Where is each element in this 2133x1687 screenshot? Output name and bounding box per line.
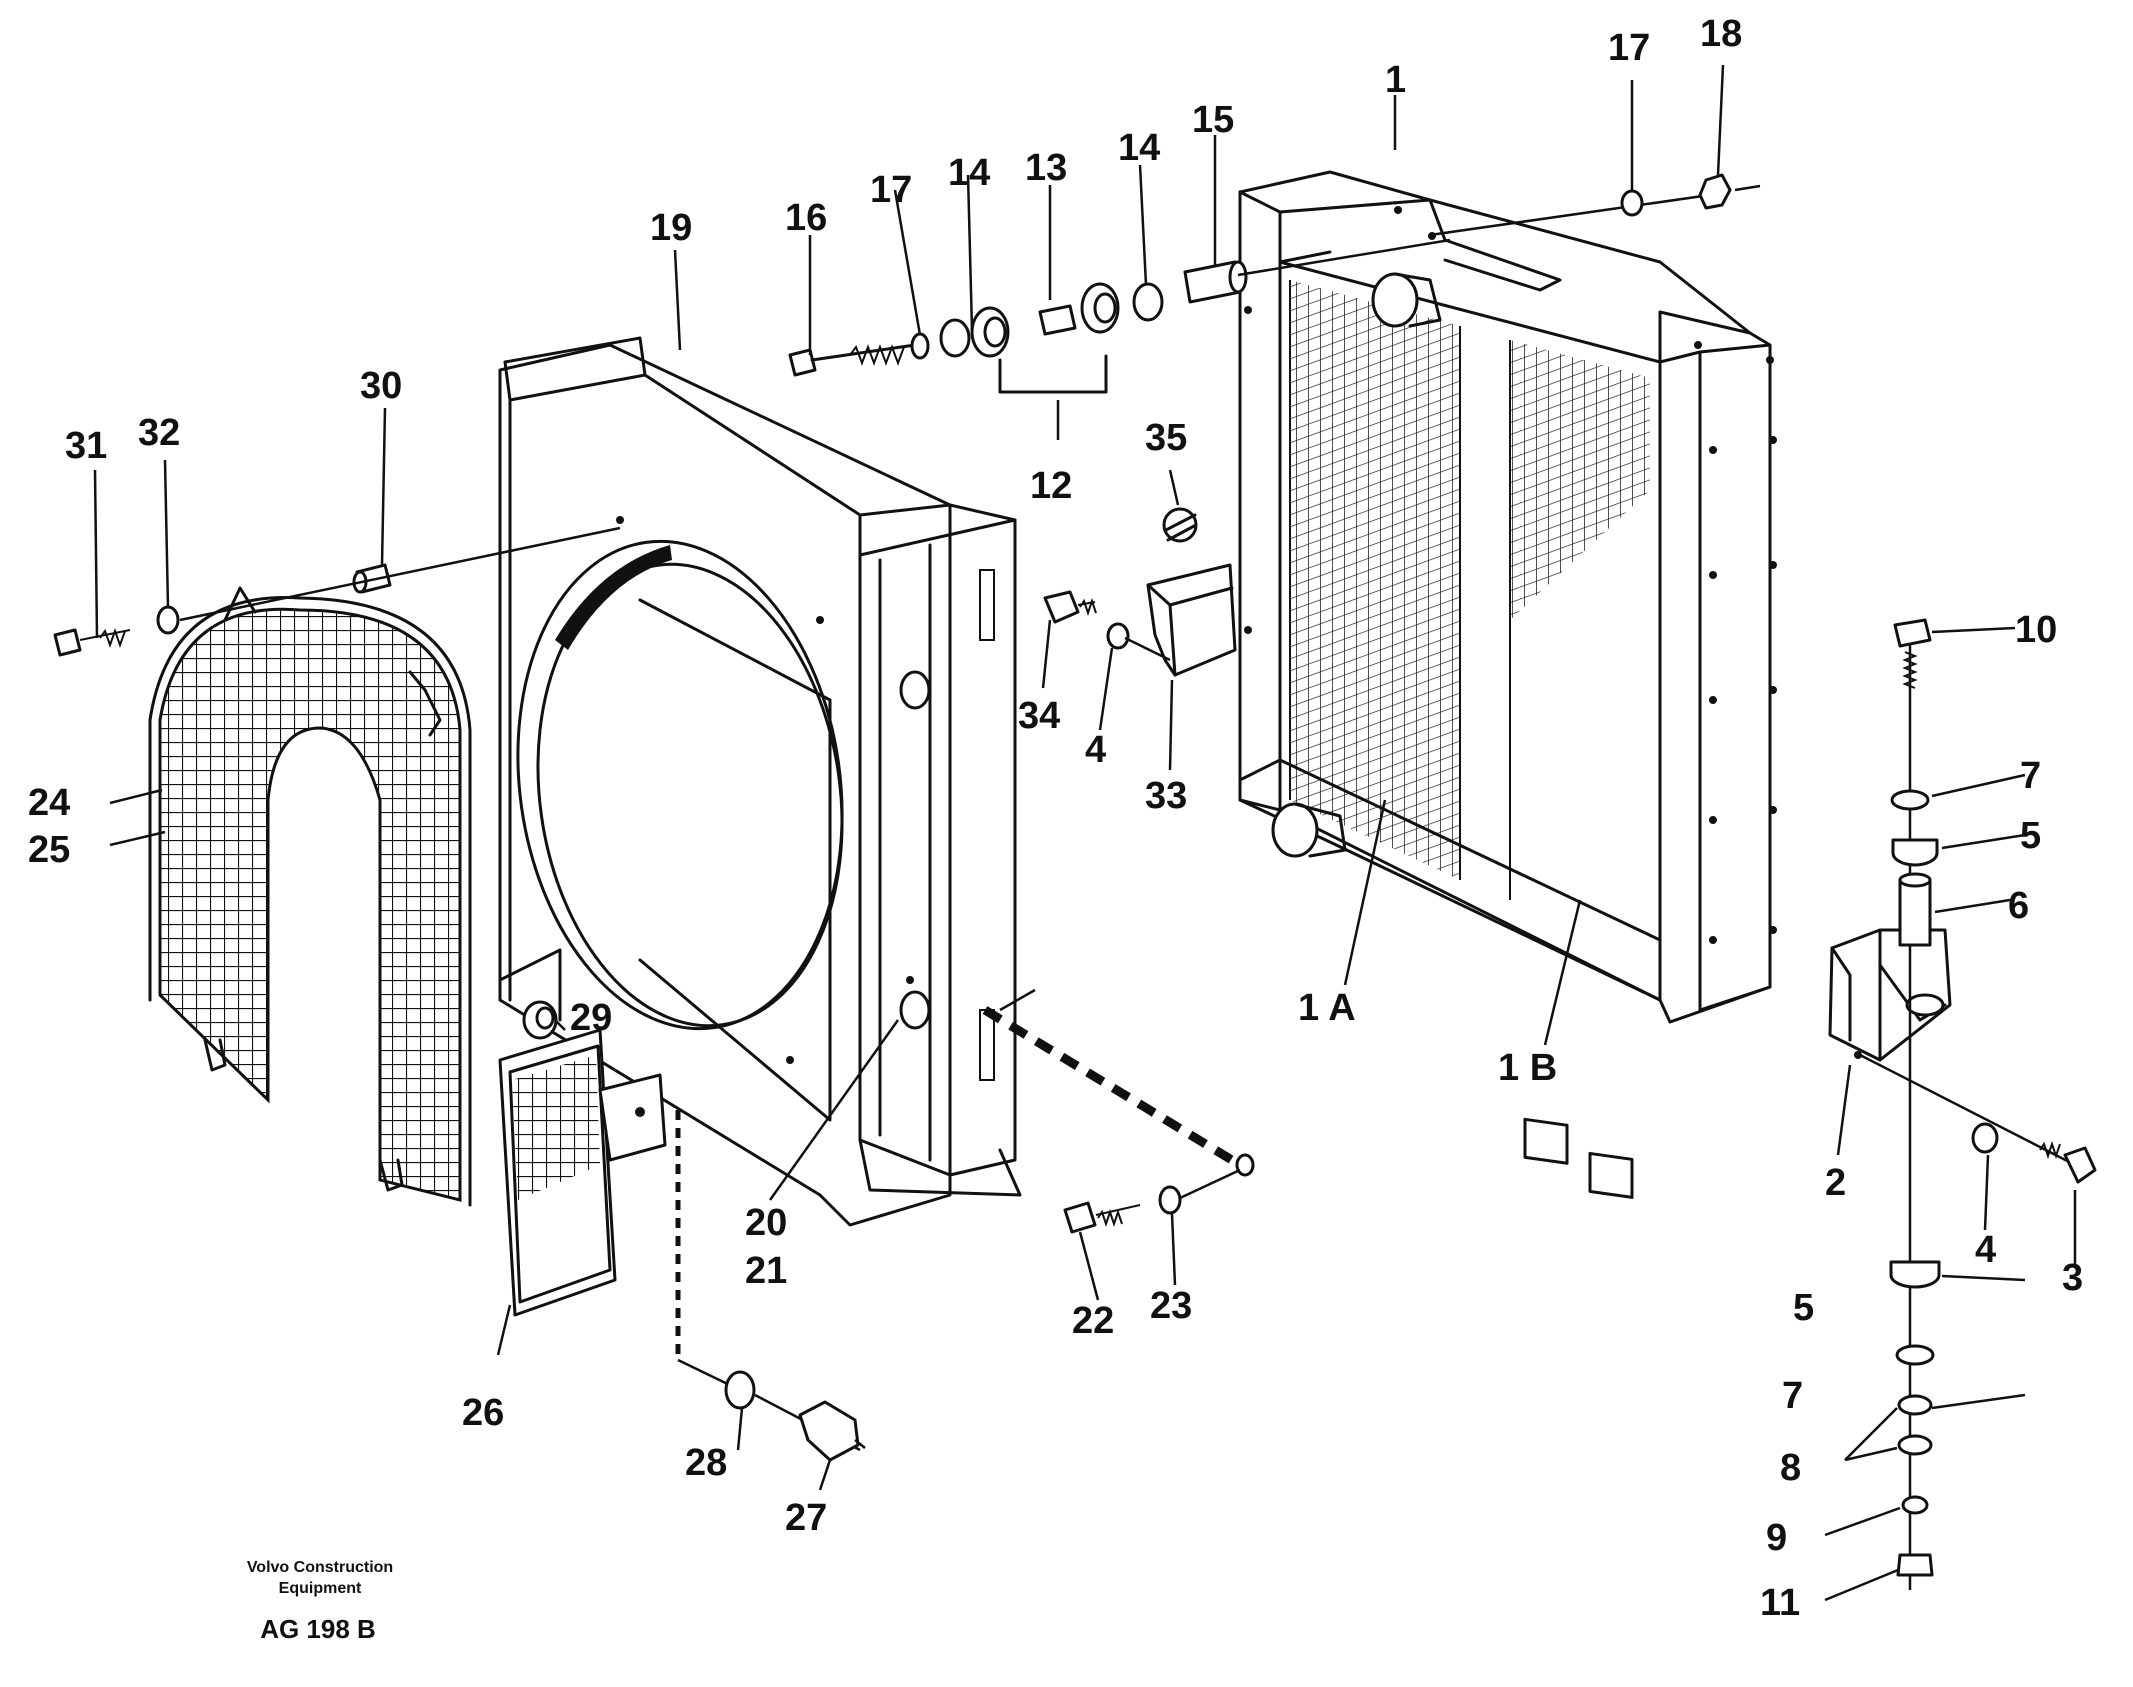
label-28: 28 <box>685 1442 727 1484</box>
label-10: 10 <box>2015 609 2057 651</box>
label-1a: 1 A <box>1298 987 1356 1029</box>
company-name-line1: Volvo Construction <box>247 1559 393 1576</box>
label-20: 20 <box>745 1202 787 1244</box>
fan-guard <box>148 586 472 1207</box>
label-30: 30 <box>360 365 402 407</box>
label-33: 33 <box>1145 775 1187 817</box>
label-11: 11 <box>1760 1582 1800 1624</box>
label-14-left: 14 <box>948 152 990 194</box>
label-34: 34 <box>1018 695 1060 737</box>
drawing-code: AG 198 B <box>260 1614 376 1644</box>
label-35: 35 <box>1145 417 1187 459</box>
label-5-lower: 5 <box>1793 1287 1814 1329</box>
fan-shroud <box>498 336 1022 1227</box>
label-3: 3 <box>2062 1257 2083 1299</box>
label-25: 25 <box>28 829 70 871</box>
label-26: 26 <box>462 1392 504 1434</box>
label-16: 16 <box>785 197 827 239</box>
company-name-line2: Equipment <box>279 1580 362 1597</box>
label-9: 9 <box>1766 1517 1787 1559</box>
label-17-right: 17 <box>1608 27 1650 69</box>
part-labels: 1 1 A 1 B 2 3 4 4 5 5 6 7 7 8 9 10 11 12… <box>28 13 2083 1624</box>
side-grille <box>498 1028 667 1317</box>
label-14-right: 14 <box>1118 127 1160 169</box>
footer: Volvo Construction Equipment AG 198 B <box>247 1559 393 1644</box>
label-29: 29 <box>570 997 612 1039</box>
label-18: 18 <box>1700 13 1742 55</box>
radiator-assembly <box>1238 170 1777 1199</box>
label-32: 32 <box>138 412 180 454</box>
label-17-left: 17 <box>870 169 912 211</box>
label-19: 19 <box>650 207 692 249</box>
mounting-bracket-2 <box>1828 928 1952 1062</box>
label-5-upper: 5 <box>2020 815 2041 857</box>
label-6: 6 <box>2008 885 2029 927</box>
label-2: 2 <box>1825 1162 1846 1204</box>
label-4-center: 4 <box>1085 729 1106 771</box>
label-1: 1 <box>1385 59 1406 101</box>
bracket-33 <box>1146 563 1237 677</box>
label-7-upper: 7 <box>2020 755 2041 797</box>
leader-lines <box>93 64 2077 1602</box>
label-4-right: 4 <box>1975 1229 1996 1271</box>
label-21: 21 <box>745 1250 787 1292</box>
label-7-lower: 7 <box>1782 1375 1803 1417</box>
label-23: 23 <box>1150 1285 1192 1327</box>
label-12: 12 <box>1030 465 1072 507</box>
hardware <box>53 173 2097 1590</box>
label-1b: 1 B <box>1498 1047 1557 1089</box>
label-8: 8 <box>1780 1447 1801 1489</box>
label-15: 15 <box>1192 99 1234 141</box>
label-22: 22 <box>1072 1300 1114 1342</box>
label-31: 31 <box>65 425 107 467</box>
label-13: 13 <box>1025 147 1067 189</box>
label-27: 27 <box>785 1497 827 1539</box>
label-24: 24 <box>28 782 70 824</box>
